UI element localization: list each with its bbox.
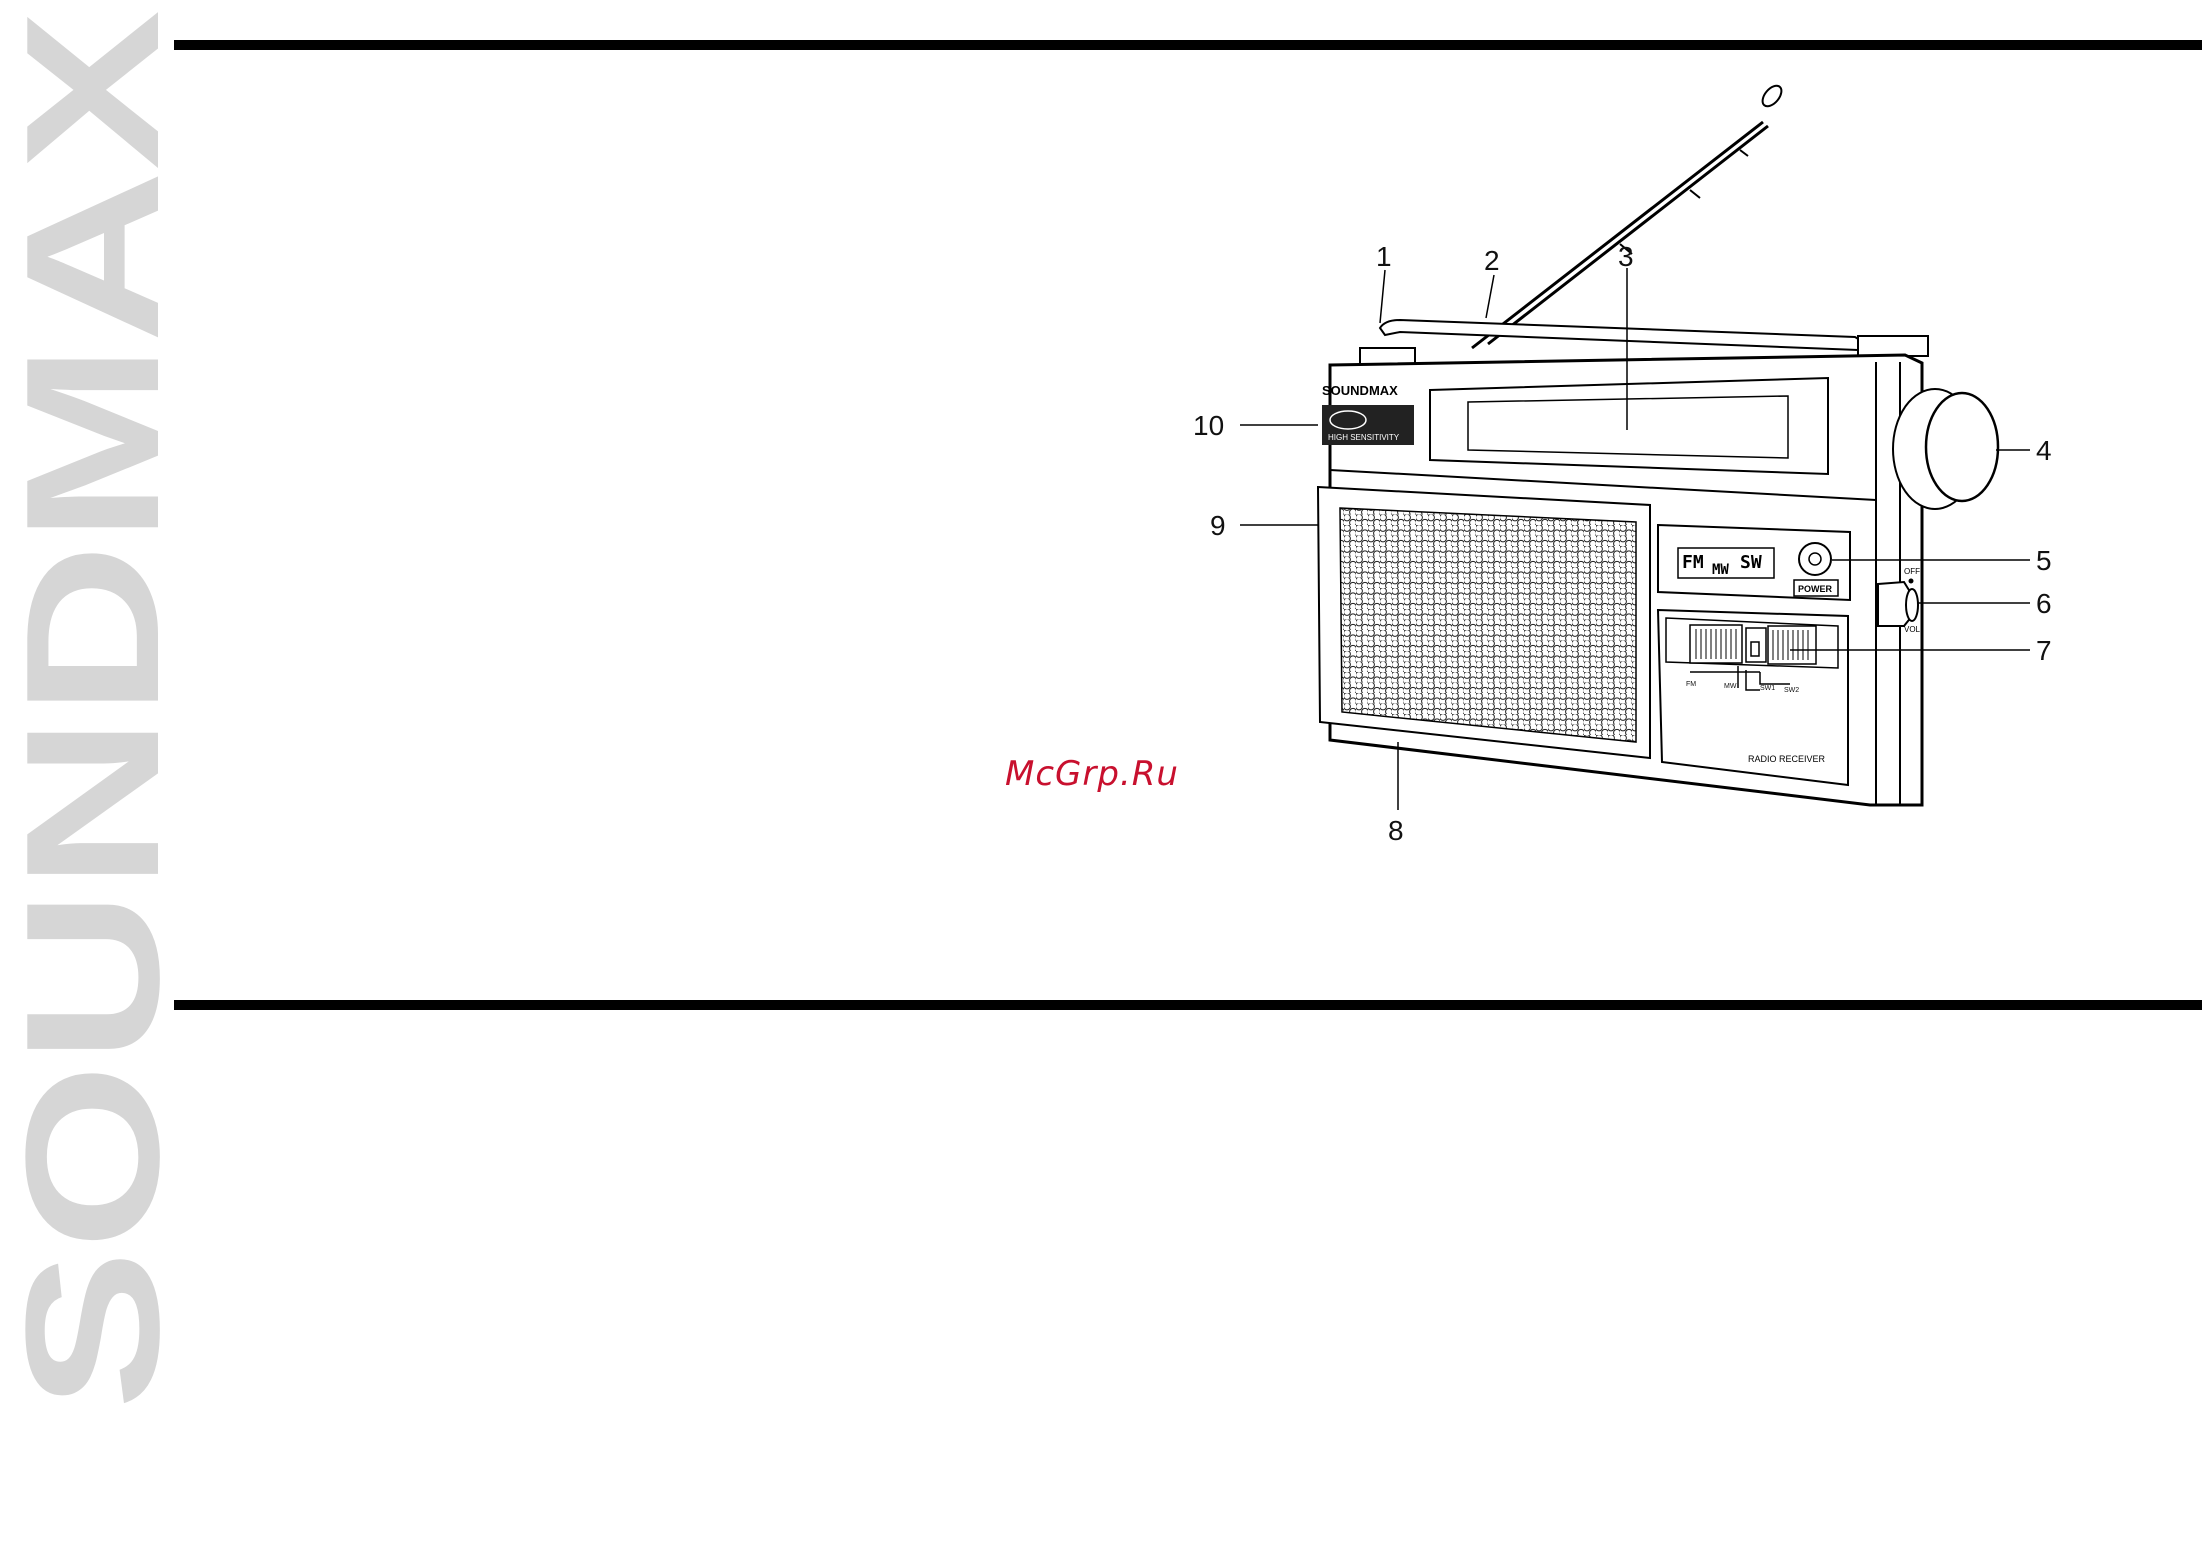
badge-text: HIGH SENSITIVITY (1328, 433, 1400, 442)
callout-5: 5 (2036, 545, 2052, 576)
callout-8: 8 (1388, 815, 1404, 846)
band-power-panel: FM MW SW POWER (1658, 525, 1850, 600)
tuning-knob (1893, 389, 1998, 509)
band-mw-label: MW (1712, 562, 1729, 578)
callout-3: 3 (1618, 241, 1634, 272)
band-mark-2: SW1 (1760, 685, 1775, 692)
side-brand-strip: SOUNDMAX (0, 0, 170, 1420)
bottom-rule (174, 1000, 2202, 1010)
callout-4: 4 (2036, 435, 2052, 466)
tuning-scale-window (1430, 378, 1828, 474)
band-fm-label: FM (1682, 552, 1704, 573)
band-sw-label: SW (1740, 552, 1762, 573)
radio-diagram: SOUNDMAX HIGH SENSITIVITY FM MW SW (1150, 70, 2110, 870)
callout-9: 9 (1210, 510, 1226, 541)
top-rule (174, 40, 2202, 50)
callout-1: 1 (1376, 241, 1392, 272)
band-selector-panel: FM MW SW1 SW2 RADIO RECEIVER (1658, 610, 1848, 785)
side-brand-text: SOUNDMAX (0, 10, 170, 1410)
power-label: POWER (1798, 584, 1833, 594)
band-mark-3: SW2 (1784, 687, 1799, 694)
model-text: RADIO RECEIVER (1748, 754, 1826, 764)
callout-6: 6 (2036, 588, 2052, 619)
callout-2: 2 (1484, 245, 1500, 276)
telescopic-antenna (1472, 82, 1785, 348)
band-mark-0: FM (1686, 681, 1696, 688)
speaker-grille (1318, 487, 1650, 758)
band-mark-1: MW (1724, 683, 1737, 690)
device-brand: SOUNDMAX (1322, 383, 1398, 398)
switch-off-label: OFF (1904, 567, 1920, 576)
callout-10: 10 (1193, 410, 1224, 441)
switch-vol-label: VOL (1904, 625, 1921, 634)
callout-7: 7 (2036, 635, 2052, 666)
